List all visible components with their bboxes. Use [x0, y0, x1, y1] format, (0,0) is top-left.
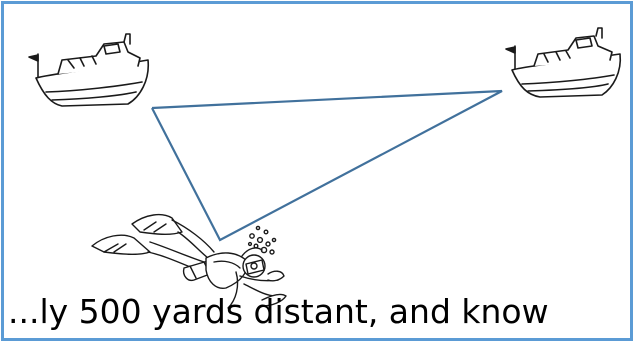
triangulation-lines: [152, 91, 502, 240]
right-boat-icon: [506, 28, 620, 97]
diagram-canvas: [0, 0, 640, 327]
diagram-caption: ...ly 500 yards distant, and know: [8, 292, 549, 332]
left-boat-icon: [29, 34, 148, 106]
